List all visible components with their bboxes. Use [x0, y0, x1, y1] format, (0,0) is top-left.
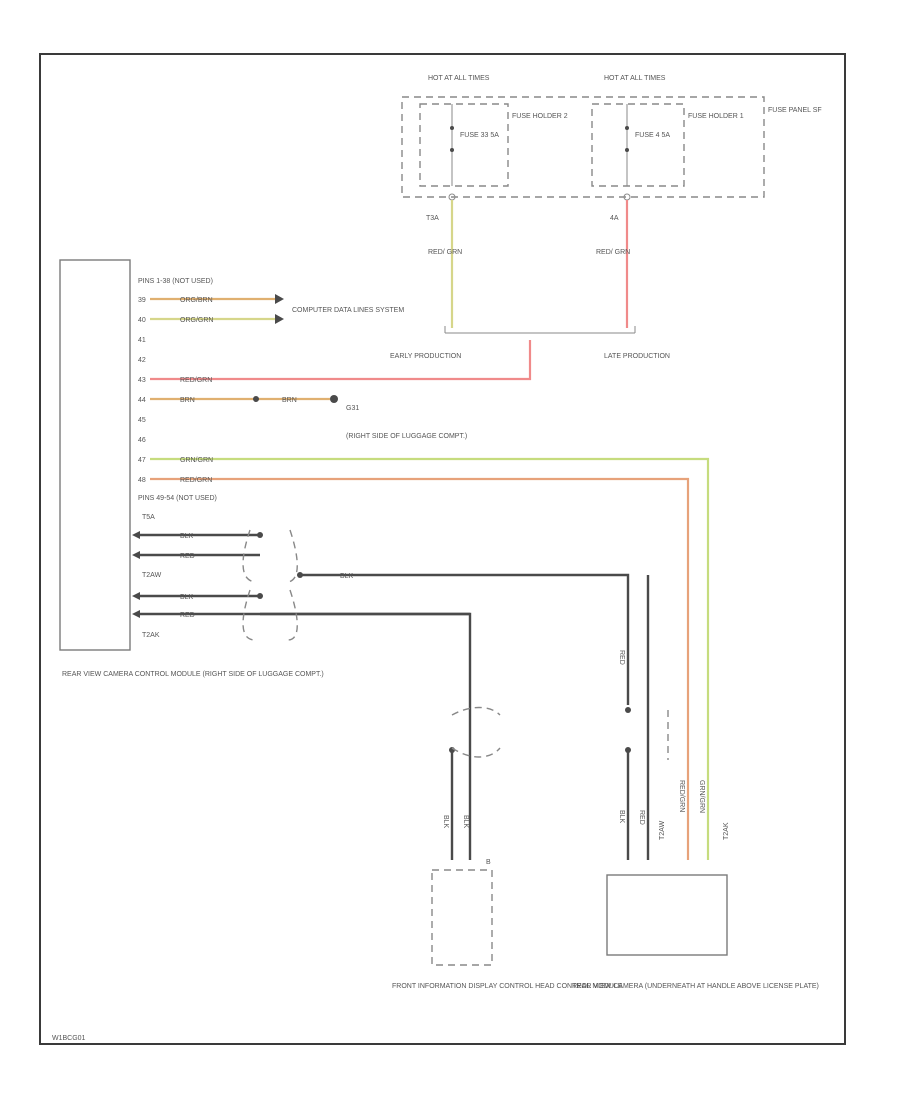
pin-45: 45	[138, 417, 146, 424]
wire-pin-43	[150, 340, 532, 381]
fuse-4-label: FUSE 4 5A	[635, 132, 670, 139]
front-display-module-box	[431, 869, 493, 966]
wire-label-44: BRN	[180, 397, 195, 404]
fuse-33-label: FUSE 33 5A	[460, 132, 499, 139]
wire-label-39: ORG/BRN	[180, 297, 213, 304]
splice-pin-44	[253, 396, 259, 402]
vertical-label-2: BLK	[462, 815, 469, 829]
pin-b-label: B	[486, 859, 491, 866]
coax-connector-front	[451, 706, 501, 758]
pin-42: 42	[138, 357, 146, 364]
coax-connector-lower	[242, 589, 298, 641]
hot-at-label-2: HOT AT ALL TIMES	[604, 75, 666, 82]
connector-t2ak: T2AK	[142, 632, 160, 639]
pin-40: 40	[138, 317, 146, 324]
figure-id: W1BCG01	[52, 1035, 86, 1042]
shield-label-2: RED	[180, 553, 195, 560]
connector-t2aw: T2AW	[142, 572, 162, 579]
pin-39: 39	[138, 297, 146, 304]
fuse-panel-label: FUSE PANEL SF	[768, 107, 822, 114]
wire-label-43: RED/GRN	[180, 377, 212, 384]
ground-id-label: G31	[346, 405, 359, 412]
pins-not-used-mid: PINS 49-54 (NOT USED)	[138, 495, 217, 502]
coax-connector-upper	[242, 529, 298, 583]
vertical-label-7: GRN/GRN	[698, 780, 705, 813]
pin-48: 48	[138, 477, 146, 484]
data-bus-label: COMPUTER DATA LINES SYSTEM	[292, 307, 404, 314]
early-production-label: EARLY PRODUCTION	[390, 353, 461, 360]
vertical-label-4: BLK	[618, 810, 625, 824]
feed-wire-label-2: RED/ GRN	[596, 249, 630, 256]
pin-43: 43	[138, 377, 146, 384]
fuse-holder-2-label: FUSE HOLDER 2	[512, 113, 568, 120]
vertical-label-3: RED	[618, 650, 625, 665]
wire-pin-47	[150, 457, 710, 780]
wire-pin-48	[150, 477, 690, 780]
arrow-pin-39	[275, 294, 284, 304]
fuse-33-terminal-bottom	[450, 148, 454, 152]
shield-wire-3	[300, 573, 630, 705]
shield-label-5: RED	[180, 612, 195, 619]
pins-not-used-top: PINS 1-38 (NOT USED)	[138, 278, 213, 285]
ground-location-label: (RIGHT SIDE OF LUGGAGE COMPT.)	[346, 433, 467, 440]
fuse-holder-1-box	[591, 103, 685, 187]
shield-wire-5-drop	[260, 612, 472, 860]
rear-camera-box	[606, 874, 728, 956]
vertical-label-6: RED/GRN	[678, 780, 685, 812]
wire-label-44b: BRN	[282, 397, 297, 404]
control-module-label: REAR VIEW CAMERA CONTROL MODULE (RIGHT S…	[62, 671, 324, 678]
vertical-label-1: BLK	[442, 815, 449, 829]
circuit-t3a: T3A	[426, 215, 439, 222]
feed-wire-label-1: RED/ GRN	[428, 249, 462, 256]
connector-t5a: T5A	[142, 514, 155, 521]
front-display-label: FRONT INFORMATION DISPLAY CONTROL HEAD C…	[392, 983, 623, 990]
wire-label-48: RED/GRN	[180, 477, 212, 484]
wire-label-40: ORG/GRN	[180, 317, 213, 324]
pin-44: 44	[138, 397, 146, 404]
rear-camera-label: REAR VIEW CAMERA (UNDERNEATH AT HANDLE A…	[572, 983, 819, 990]
pin-46: 46	[138, 437, 146, 444]
pin-47: 47	[138, 457, 146, 464]
shield-label-3: BLK	[340, 573, 354, 580]
vertical-label-5: RED	[638, 810, 645, 825]
connector-label-b: T2AK	[723, 822, 730, 840]
fuse-33-terminal-top	[450, 126, 454, 130]
fuse-4-terminal-top	[625, 126, 629, 130]
late-production-label: LATE PRODUCTION	[604, 353, 670, 360]
shield-label-4: BLK	[180, 594, 194, 601]
ground-g31-icon	[330, 395, 338, 403]
fuse-holder-1-label: FUSE HOLDER 1	[688, 113, 744, 120]
pin-41: 41	[138, 337, 146, 344]
shield-label-1: BLK	[180, 533, 194, 540]
hot-at-label-1: HOT AT ALL TIMES	[428, 75, 490, 82]
arrow-pin-40	[275, 314, 284, 324]
control-module-box	[59, 259, 131, 651]
fuse-holder-2-box	[419, 103, 509, 187]
fuse-panel-box	[401, 96, 765, 198]
connector-label-a: T2AW	[659, 820, 666, 840]
wire-label-47: GRN/GRN	[180, 457, 213, 464]
fuse-4-terminal-bottom	[625, 148, 629, 152]
circuit-4a: 4A	[610, 215, 619, 222]
diagram-frame	[39, 53, 846, 1045]
